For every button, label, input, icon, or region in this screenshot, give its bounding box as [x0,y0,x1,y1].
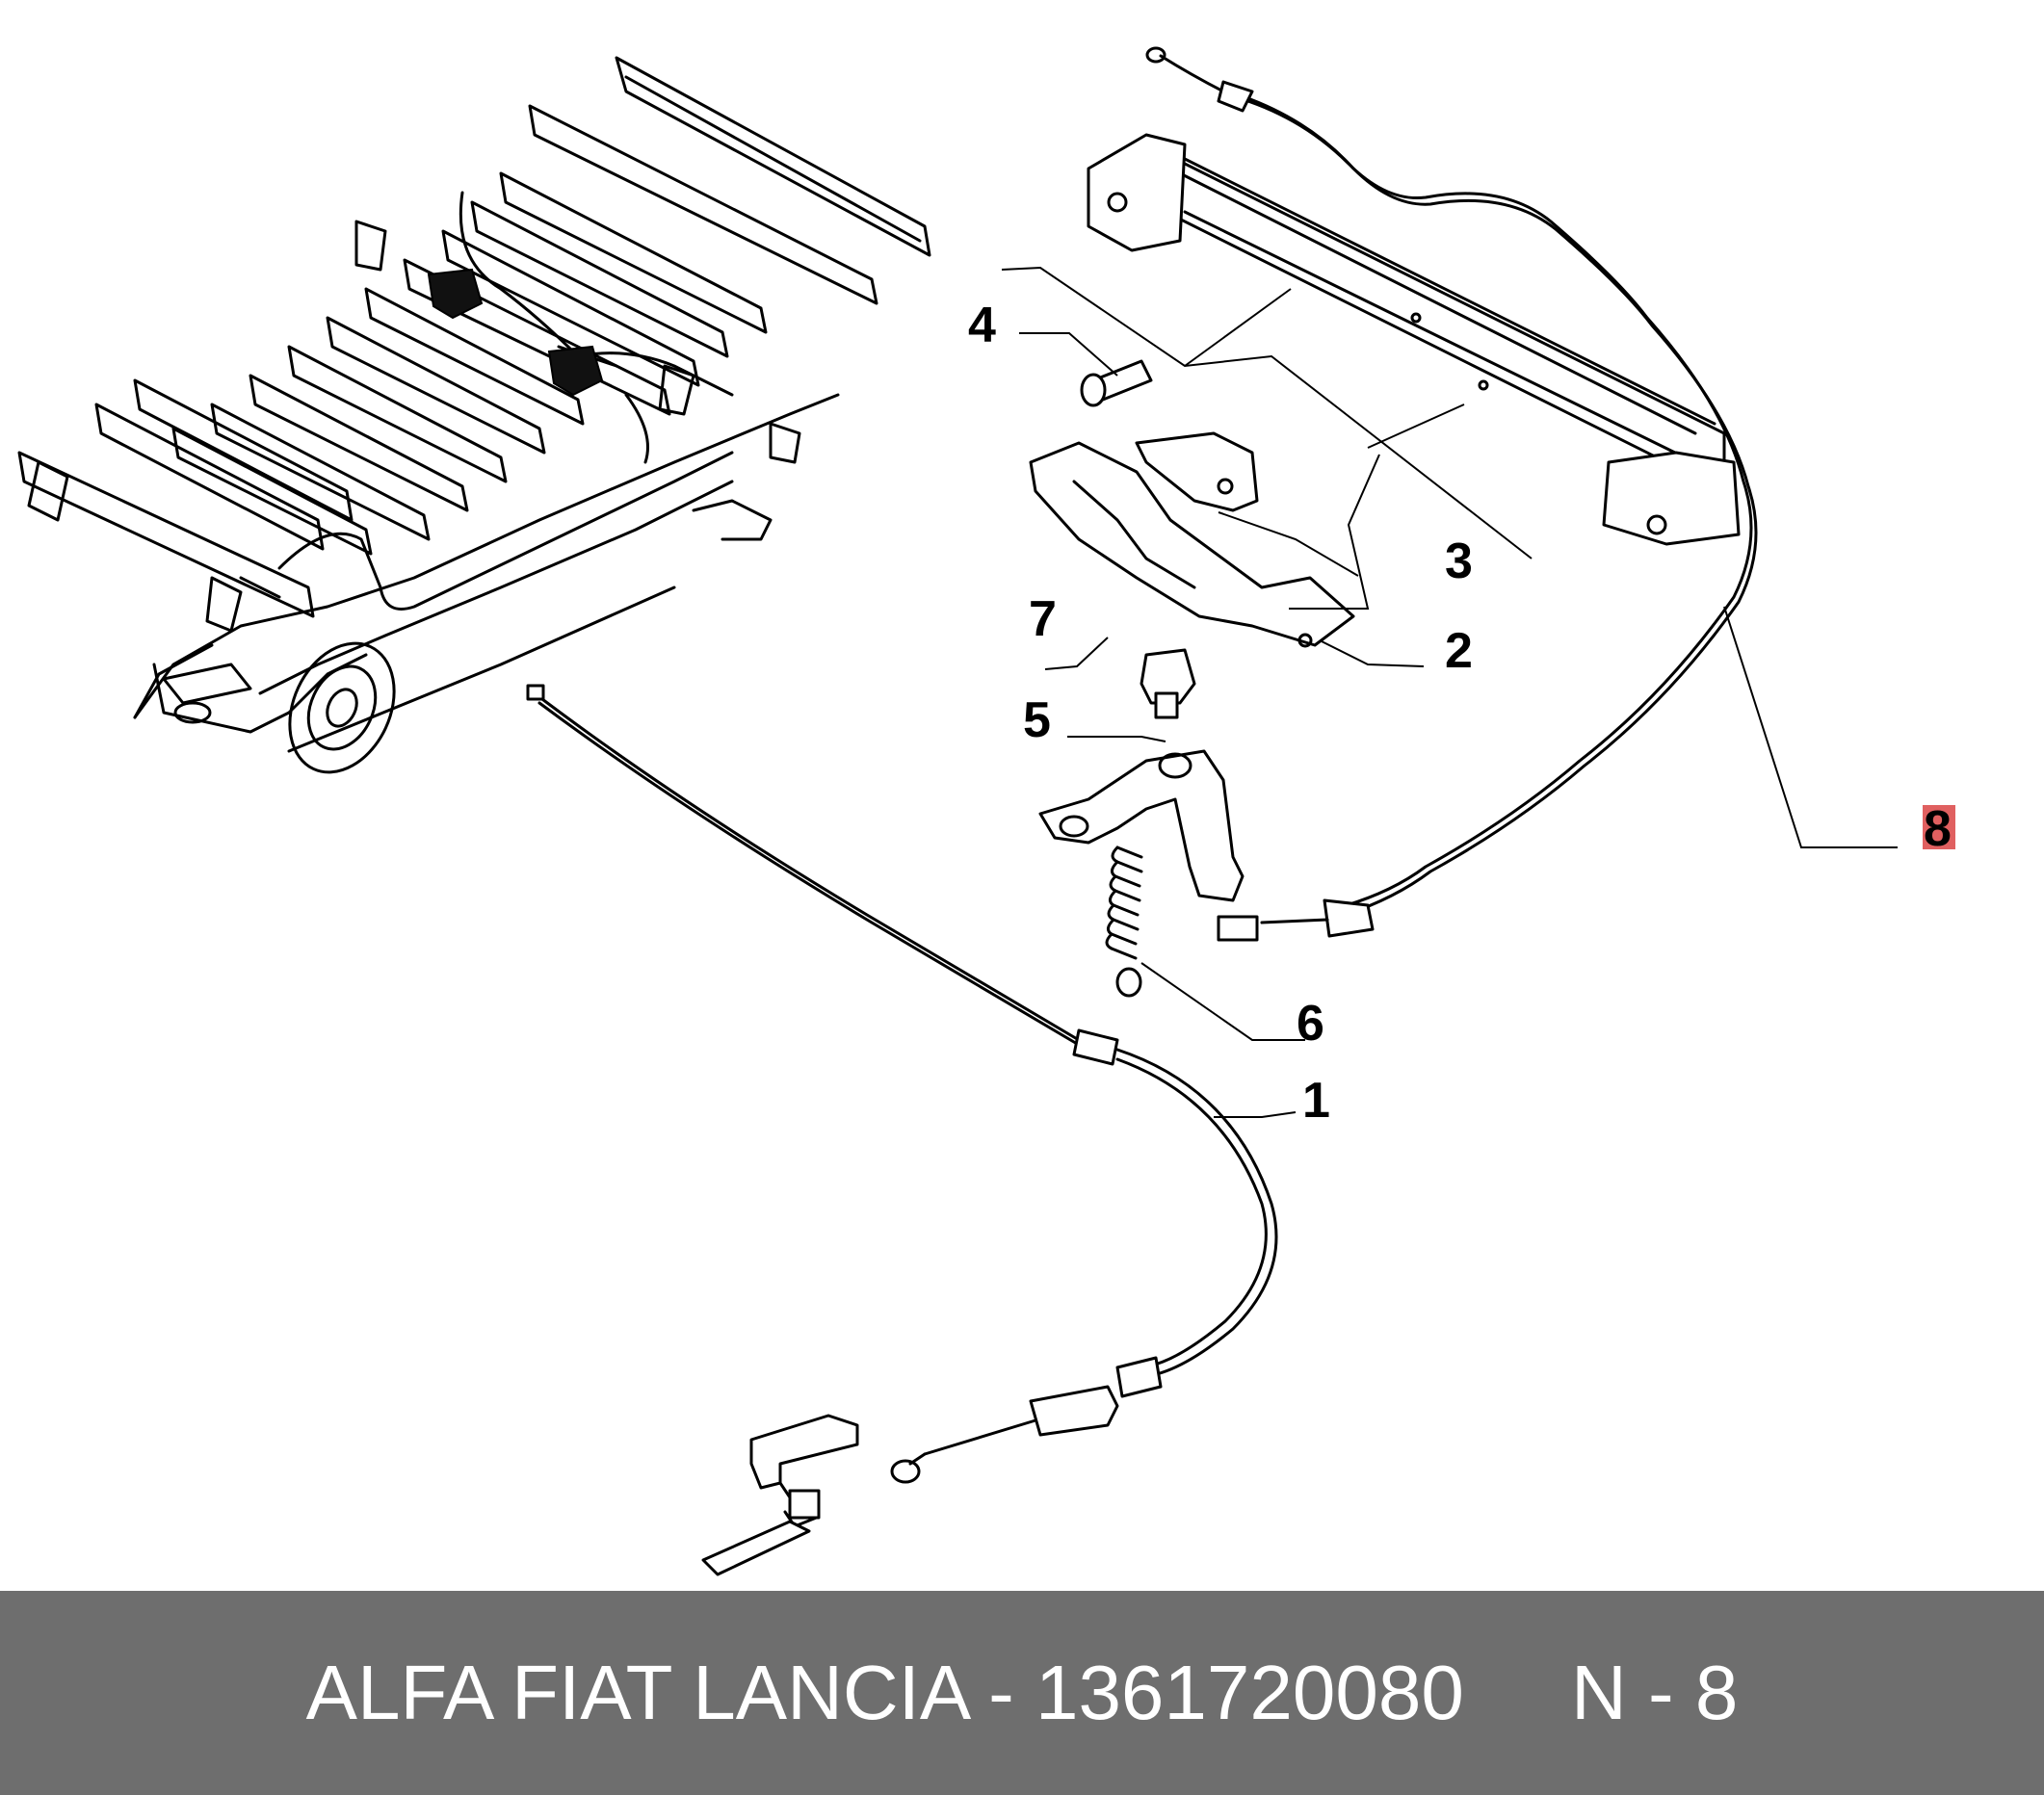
callout-3: 3 [1445,533,1473,589]
parts-diagram: 1 2 3 4 5 6 7 8 [17,46,1955,1576]
bracket-2 [1029,441,1355,648]
footer-bar: ALFA FIAT LANCIA - 1361720080 N - 8 [0,1591,2044,1795]
cable-8 [1145,46,1758,942]
callout-4: 4 [968,298,996,353]
callout-1: 1 [1302,1073,1330,1129]
callout-8-highlight [1923,805,1955,849]
callout-7: 7 [1029,591,1057,647]
spring-6 [1105,845,1143,998]
callouts: 1 2 3 4 5 6 7 8 [968,298,1955,1129]
lever-end-bracket [701,1414,859,1576]
callout-8: 8 [1924,801,1952,857]
bracket-3 [1135,431,1259,512]
leader-lines [1001,266,1898,1118]
crossmember [1087,133,1741,546]
cable-1 [526,684,1278,1484]
vehicle-illustration [17,56,931,774]
clip-7 [1140,648,1196,719]
connector-block [427,268,604,397]
bolt-4 [1080,359,1153,407]
callout-6: 6 [1297,996,1324,1052]
callout-2: 2 [1445,623,1473,679]
part-number-caption: ALFA FIAT LANCIA - 1361720080 N - 8 [305,1650,1739,1735]
callout-5: 5 [1023,692,1051,748]
lever-5 [1038,749,1245,902]
